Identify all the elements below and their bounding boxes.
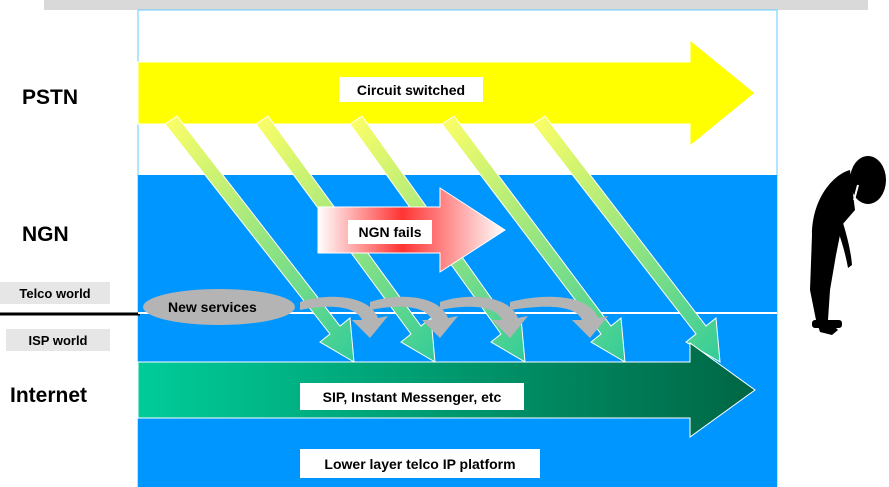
curve-arrow-1 — [300, 296, 388, 338]
service-curve-arrows — [300, 296, 608, 338]
header-bar — [44, 0, 868, 10]
pstn-label: PSTN — [22, 86, 79, 109]
telco-world-label: Telco world — [0, 282, 110, 304]
figure-face-line — [853, 184, 859, 201]
sip-label: SIP, Instant Messenger, etc — [300, 383, 524, 410]
curve-arrow-2 — [370, 296, 458, 338]
isp-world-label: ISP world — [6, 329, 110, 351]
platform-label: Lower layer telco IP platform — [300, 449, 540, 478]
curve-arrow-4 — [510, 296, 608, 338]
new-services-ellipse — [143, 289, 295, 325]
new-services-label: New services — [168, 299, 257, 315]
ngn-fails-label: NGN fails — [348, 220, 432, 244]
ngn-label: NGN — [22, 223, 69, 246]
dejected-person-figure — [810, 156, 886, 335]
diagonal-arrow-4 — [441, 115, 626, 363]
curve-arrow-3 — [440, 296, 528, 338]
diagonal-arrow-5 — [532, 115, 721, 363]
circuit-switched-label: Circuit switched — [339, 77, 483, 102]
internet-label: Internet — [10, 384, 88, 407]
